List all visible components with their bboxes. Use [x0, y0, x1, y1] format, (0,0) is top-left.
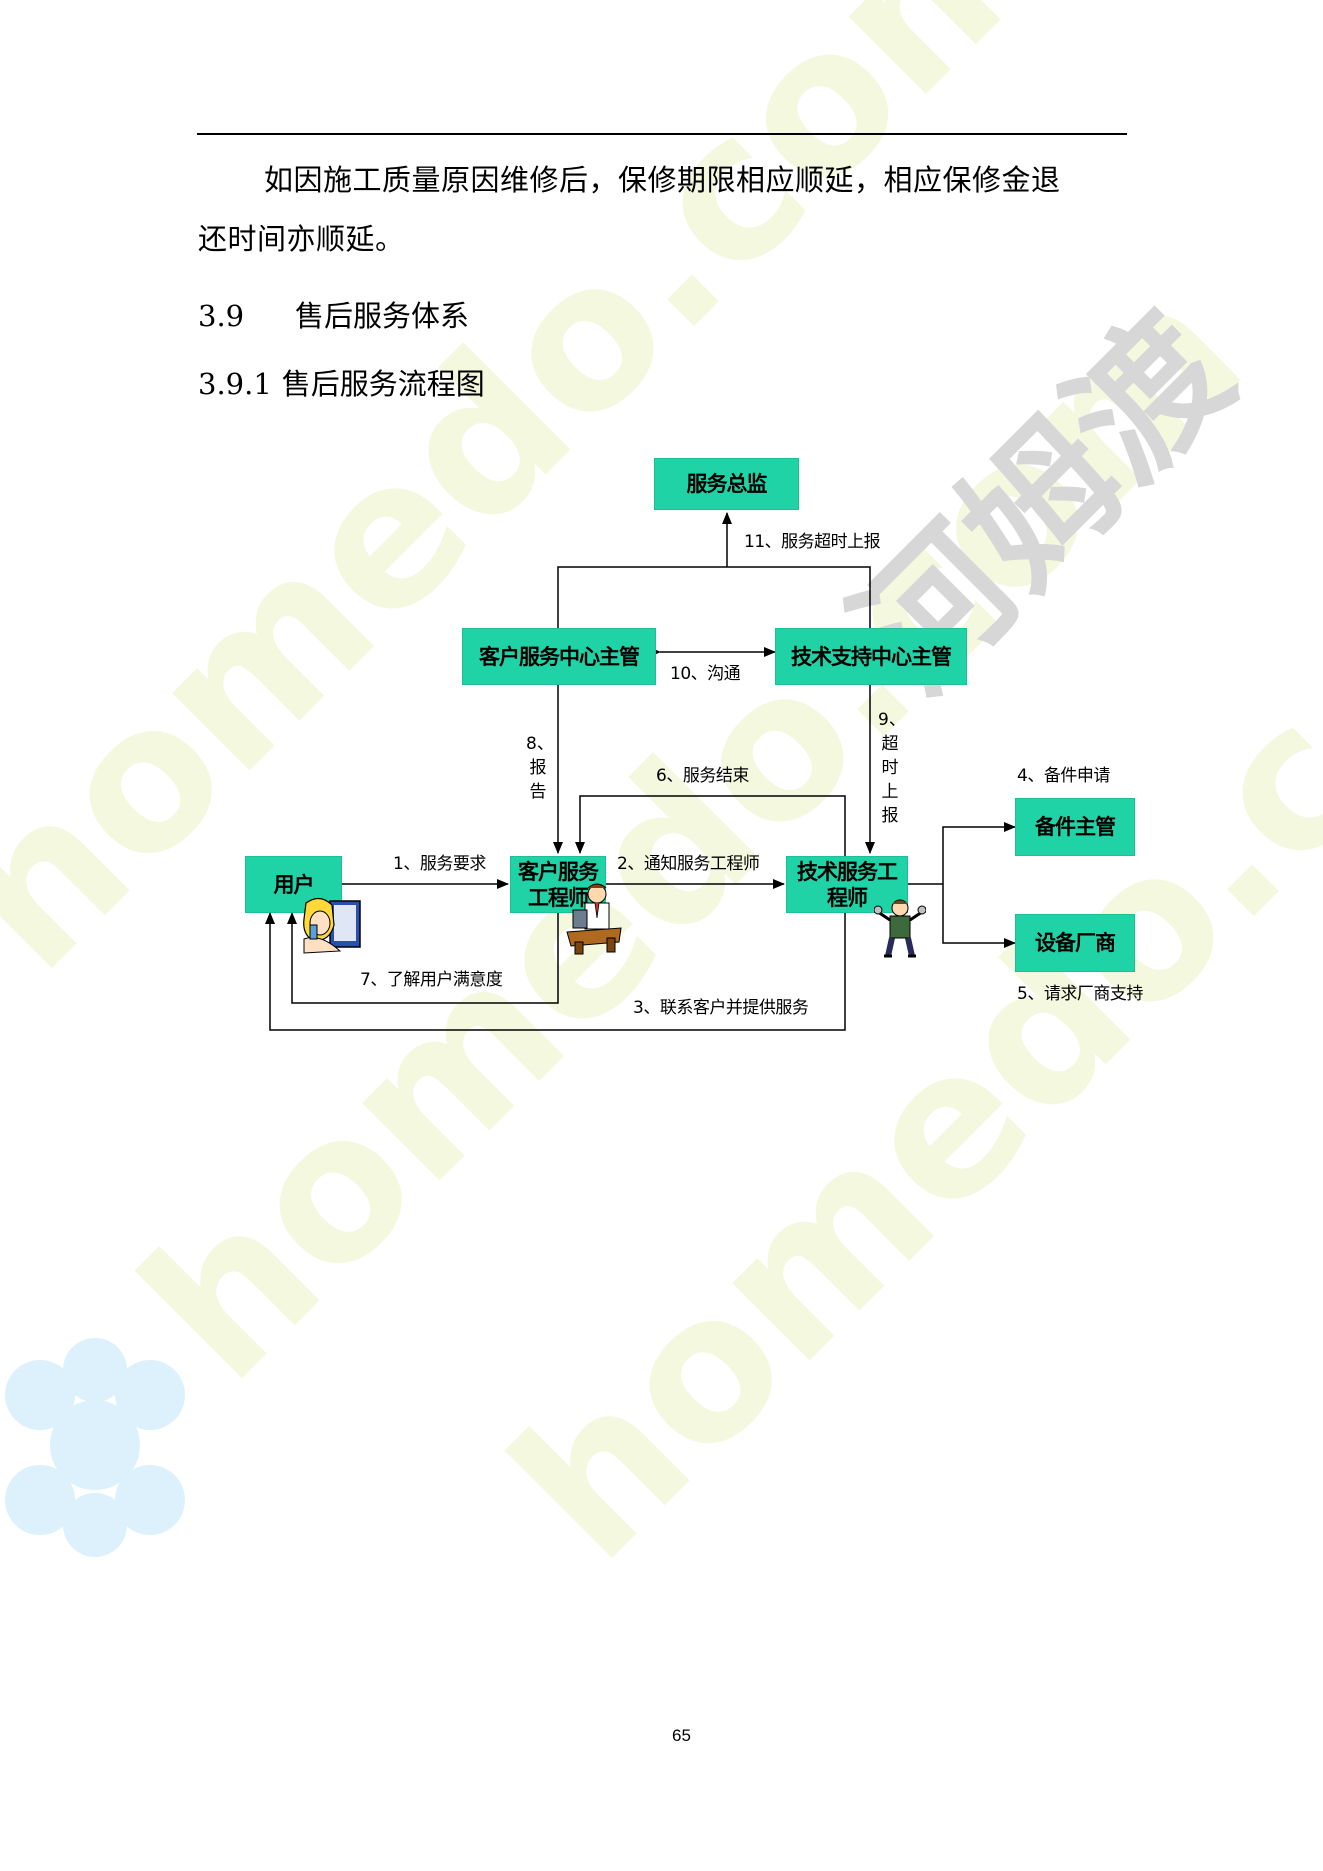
edge-label-10: 10、沟通: [670, 664, 741, 684]
node-vendor: 设备厂商: [1015, 914, 1135, 972]
edge-label-4: 4、备件申请: [1017, 766, 1110, 786]
section-number: 3.9: [198, 299, 245, 333]
subsection-number: 3.9.1: [198, 367, 272, 401]
node-tech-engineer: 技术服务工程师: [786, 856, 908, 913]
edge-label-11: 11、服务超时上报: [744, 532, 881, 552]
edge-label-1: 1、服务要求: [393, 854, 486, 874]
user-on-phone-icon: [303, 897, 361, 954]
node-tech-center-manager: 技术支持中心主管: [775, 628, 967, 685]
edge-label-2: 2、通知服务工程师: [617, 854, 760, 874]
header-rule: [197, 133, 1127, 135]
engineer-at-desk-icon: [566, 883, 622, 955]
edge-label-7: 7、了解用户满意度: [360, 970, 503, 990]
edge-4-arrow: [942, 822, 1016, 884]
node-user: 用户: [245, 856, 342, 913]
node-cs-engineer: 客户服务工程师: [510, 856, 606, 913]
technician-with-tools-icon: [874, 899, 926, 958]
edge-7-line: [287, 912, 559, 1004]
edge-5-arrow: [942, 884, 1016, 948]
edge-label-5: 5、请求厂商支持: [1017, 984, 1143, 1004]
node-parts-manager: 备件主管: [1015, 798, 1135, 856]
node-cs-center-manager: 客户服务中心主管: [462, 628, 656, 685]
edge-3-line: [265, 912, 846, 1031]
edge-label-6: 6、服务结束: [656, 766, 749, 786]
body-paragraph-line-2: 还时间亦顺延。: [198, 222, 405, 256]
edge-label-8: 8、报告: [526, 734, 554, 802]
subsection-heading: 3.9.1 售后服务流程图: [198, 370, 485, 399]
edge-label-3: 3、联系客户并提供服务: [633, 998, 809, 1018]
edge-6-line: [575, 795, 846, 880]
body-paragraph-line-1: 如因施工质量原因维修后，保修期限相应顺延，相应保修金退: [264, 163, 1061, 197]
page-number: 65: [672, 1726, 691, 1745]
edge-label-9: 9、超时上报: [878, 710, 906, 826]
section-title: 售后服务体系: [295, 299, 470, 333]
section-heading: 3.9 售后服务体系: [198, 302, 469, 331]
node-service-director: 服务总监: [654, 458, 799, 510]
subsection-title: 售后服务流程图: [281, 367, 485, 401]
edge-11-line: [557, 566, 871, 628]
